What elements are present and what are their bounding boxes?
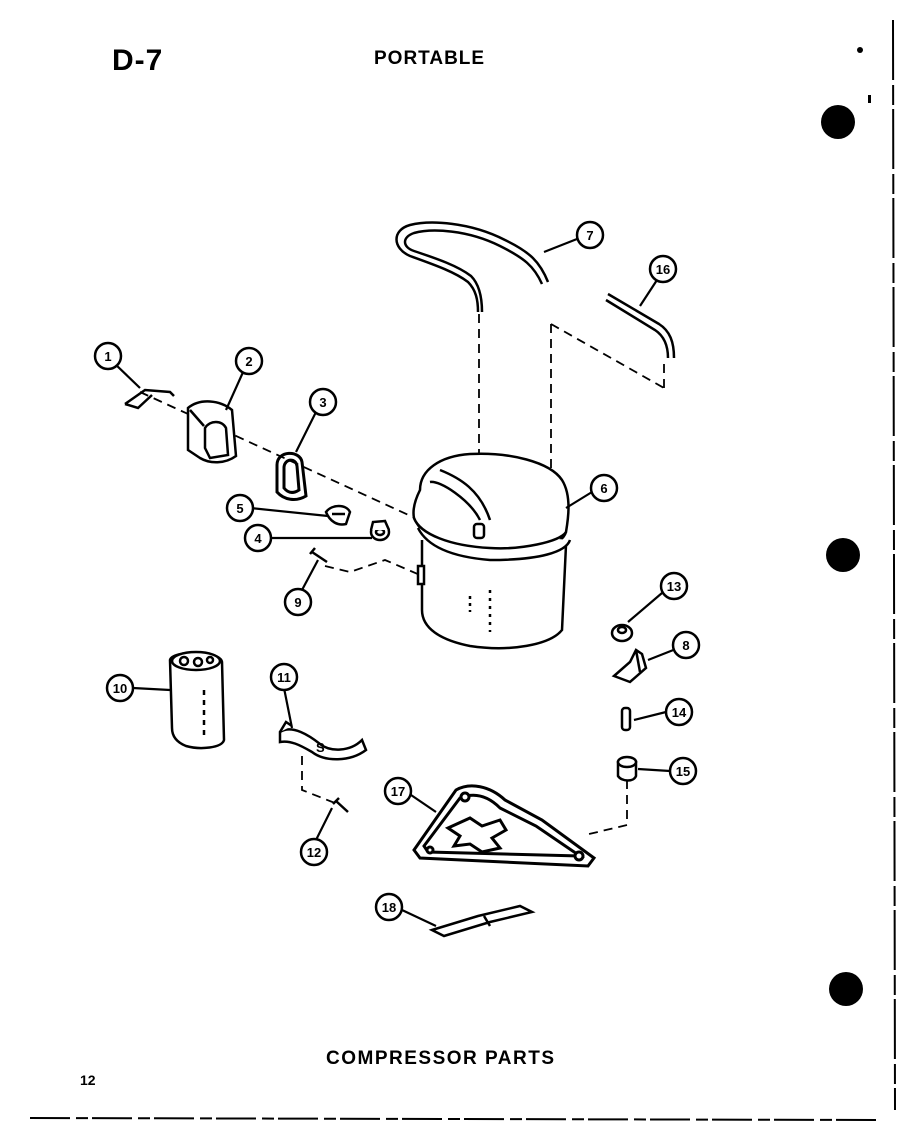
scan-border-bottom — [29, 1117, 881, 1121]
callout-18: 18 — [374, 892, 404, 922]
callout-16: 16 — [648, 254, 678, 284]
part-8-mounting-bracket — [611, 648, 648, 684]
svg-text:9: 9 — [294, 595, 301, 610]
svg-text:5: 5 — [236, 501, 243, 516]
part-18-strap — [428, 904, 536, 938]
svg-text:13: 13 — [667, 579, 681, 594]
part-12-screw — [332, 797, 349, 813]
part-7-discharge-tube — [395, 221, 550, 313]
diagram-code: D-7 — [112, 44, 164, 77]
scan-border-right — [892, 19, 896, 1111]
svg-text:12: 12 — [307, 845, 321, 860]
part-3-gasket — [275, 451, 308, 501]
svg-text:17: 17 — [391, 784, 405, 799]
punch-hole-top — [821, 105, 855, 139]
speck-mark — [868, 95, 871, 103]
part-15-sleeve — [616, 755, 638, 782]
svg-text:16: 16 — [656, 262, 670, 277]
part-13-grommet — [610, 623, 634, 643]
part-17-base-plate — [412, 784, 597, 868]
svg-text:1: 1 — [104, 349, 111, 364]
page-number: 12 — [80, 1072, 96, 1088]
diagram-heading: PORTABLE — [374, 48, 486, 69]
punch-hole-middle — [826, 538, 860, 572]
svg-text:S: S — [316, 740, 325, 755]
svg-text:8: 8 — [682, 638, 689, 653]
part-10-capacitor — [168, 650, 226, 750]
callout-12: 12 — [299, 837, 329, 867]
part-16-suction-tube — [605, 292, 676, 359]
svg-text:7: 7 — [586, 228, 593, 243]
diagram-footer-title: COMPRESSOR PARTS — [326, 1048, 556, 1069]
part-5-overload-protector — [324, 504, 352, 526]
svg-text:6: 6 — [600, 481, 607, 496]
callout-13: 13 — [659, 571, 689, 601]
callout-9: 9 — [283, 587, 313, 617]
callout-17: 17 — [383, 776, 413, 806]
svg-text:15: 15 — [676, 764, 690, 779]
callout-2: 2 — [234, 346, 264, 376]
punch-hole-bottom — [829, 972, 863, 1006]
callout-leaders — [113, 237, 687, 927]
part-6-compressor — [412, 452, 572, 650]
part-4-relay — [369, 519, 391, 542]
speck-mark — [857, 47, 863, 53]
part-2-terminal-cover — [186, 400, 238, 464]
svg-text:10: 10 — [113, 681, 127, 696]
part-14-spacer — [620, 706, 632, 732]
part-1-wire-clip — [124, 388, 175, 410]
callout-4: 4 — [243, 523, 273, 553]
callout-7: 7 — [575, 220, 605, 250]
part-9-screw — [309, 547, 328, 564]
callout-1: 1 — [93, 341, 123, 371]
callout-3: 3 — [308, 387, 338, 417]
assembly-dashed-lines — [139, 314, 665, 836]
callout-10: 10 — [105, 673, 135, 703]
svg-text:3: 3 — [319, 395, 326, 410]
svg-text:14: 14 — [672, 705, 687, 720]
svg-text:4: 4 — [254, 531, 262, 546]
svg-text:18: 18 — [382, 900, 396, 915]
svg-text:11: 11 — [277, 670, 291, 685]
callout-15: 15 — [668, 756, 698, 786]
svg-text:2: 2 — [245, 354, 252, 369]
callout-5: 5 — [225, 493, 255, 523]
callout-8: 8 — [671, 630, 701, 660]
part-11-capacitor-bracket: S — [278, 720, 368, 761]
callout-14: 14 — [664, 697, 694, 727]
callout-6: 6 — [589, 473, 619, 503]
callout-11: 11 — [269, 662, 299, 692]
